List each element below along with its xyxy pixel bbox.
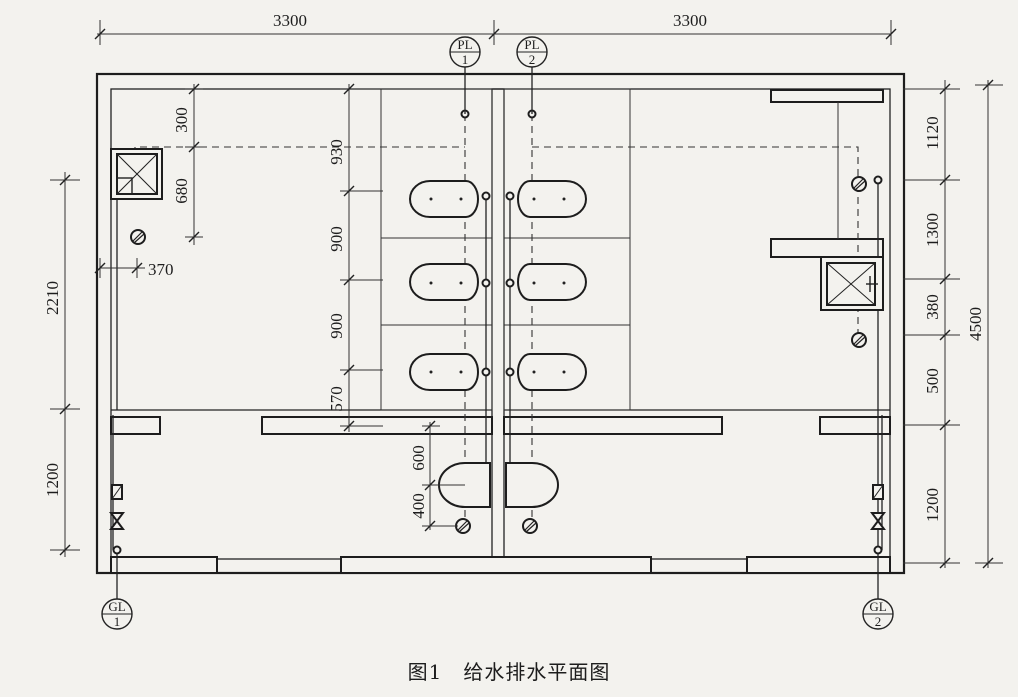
- dim-900a: 900: [327, 226, 346, 252]
- tag-pl2-top: PL: [524, 37, 539, 52]
- pipe-node: [873, 545, 883, 555]
- tag-pl2-bottom: 2: [529, 52, 536, 67]
- squat-toilet-icon: [409, 263, 479, 301]
- dim-900b: 900: [327, 313, 346, 339]
- door-wall-2: [340, 556, 652, 574]
- stalls-right: [503, 88, 631, 411]
- drain-lines: [134, 114, 859, 520]
- wall-segment: [770, 89, 884, 103]
- dim-400: 400: [409, 493, 428, 519]
- dim-600: 600: [409, 445, 428, 471]
- pipe-node: [873, 175, 883, 185]
- tag-pl1: PL 1: [449, 36, 481, 114]
- stalls-left: [380, 88, 493, 411]
- pipe-node: [505, 278, 515, 288]
- tag-pl2: PL 2: [516, 36, 548, 114]
- supply-pipes: [109, 109, 886, 602]
- dim-930: 930: [327, 139, 346, 165]
- mop-sink-icon: [110, 148, 163, 200]
- dim-4500: 4500: [966, 307, 985, 341]
- pipe-node: [112, 545, 122, 555]
- fixtures: [110, 148, 884, 534]
- wall-segment: [770, 238, 884, 258]
- dim-370: 370: [148, 260, 174, 279]
- pipe-tags: PL 1 PL 2 GL 1 GL 2: [101, 36, 894, 630]
- mop-sink-icon: [820, 256, 884, 311]
- dim-380: 380: [923, 294, 942, 320]
- low-wall-right-short: [819, 416, 891, 435]
- tag-pl1-bottom: 1: [462, 52, 469, 67]
- tag-gl2-top: GL: [869, 599, 886, 614]
- outer-wall: [95, 72, 906, 575]
- center-partition: [491, 88, 505, 560]
- pipe-node: [481, 191, 491, 201]
- figure-caption: 图1 给水排水平面图: [407, 660, 611, 684]
- squat-toilet-icon: [517, 180, 587, 218]
- dim-left-outer-bottom: 1200: [43, 463, 62, 497]
- valve-icon: [870, 512, 886, 530]
- valve-icon: [109, 512, 125, 530]
- dim-1200: 1200: [923, 488, 942, 522]
- drain-line-right: [532, 146, 859, 178]
- dim-570: 570: [327, 386, 346, 412]
- pipe-node: [505, 191, 515, 201]
- dim-top-right: 3300: [673, 11, 707, 30]
- tag-gl1: GL 1: [101, 598, 133, 630]
- floor-drain-icon: [851, 332, 867, 348]
- pipe-node: [481, 278, 491, 288]
- dim-300: 300: [172, 107, 191, 133]
- door-wall-3: [746, 556, 891, 574]
- pipe-node: [481, 367, 491, 377]
- floor-drain-icon: [851, 176, 867, 192]
- squat-toilet-icon: [517, 353, 587, 391]
- dimension-labels: 3300 3300 2210 1200 300 680 370 930 900 …: [43, 11, 985, 522]
- dim-1300: 1300: [923, 213, 942, 247]
- pipe-node: [505, 367, 515, 377]
- dim-680: 680: [172, 178, 191, 204]
- dim-500: 500: [923, 368, 942, 394]
- floor-drain-icon: [522, 518, 538, 534]
- walls: [95, 72, 906, 575]
- squat-toilet-icon: [517, 263, 587, 301]
- door-wall-1: [110, 556, 218, 574]
- floor-drain-icon: [455, 518, 471, 534]
- dim-left-outer: 2210: [43, 281, 62, 315]
- dim-top-left: 3300: [273, 11, 307, 30]
- tag-gl2: GL 2: [862, 598, 894, 630]
- tag-gl1-bottom: 1: [114, 614, 121, 629]
- inner-wall-line: [110, 88, 891, 560]
- low-wall-left-short: [110, 416, 161, 435]
- dim-1120: 1120: [923, 116, 942, 149]
- tag-gl2-bottom: 2: [875, 614, 882, 629]
- tag-gl1-top: GL: [108, 599, 125, 614]
- wash-basin-icon: [505, 462, 559, 508]
- tag-pl1-top: PL: [457, 37, 472, 52]
- squat-toilet-icon: [409, 180, 479, 218]
- floor-drain-icon: [130, 229, 146, 245]
- dimension-lines: [50, 20, 1003, 569]
- squat-toilet-icon: [409, 353, 479, 391]
- low-wall-right-long: [503, 416, 723, 435]
